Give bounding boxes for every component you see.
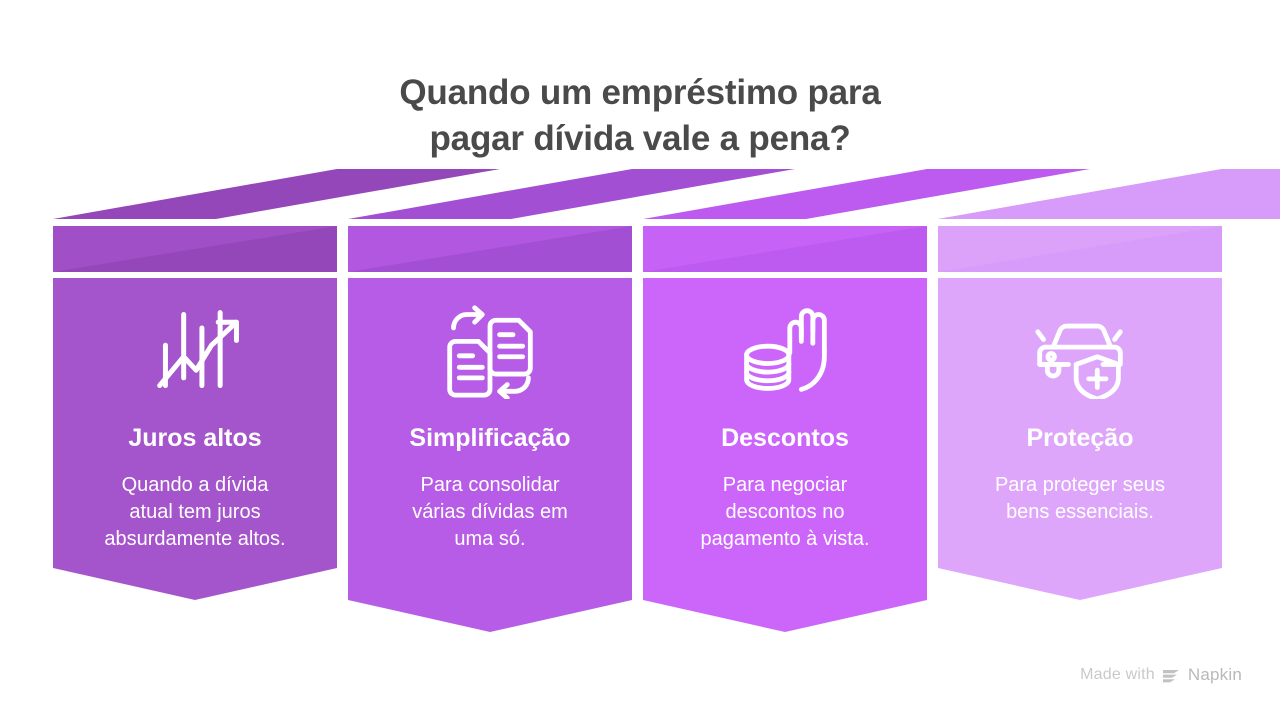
watermark-brand: Napkin [1187, 665, 1242, 684]
card-juros-altos-bevel [53, 226, 337, 272]
card-protecao-bevel [938, 226, 1222, 272]
card-juros-altos-shape[interactable] [53, 169, 500, 600]
watermark-prefix: Made with [1080, 666, 1155, 683]
card-protecao-top-face-b [938, 169, 1280, 219]
card-description-juros-altos: Quando a dívida atual tem juros absurdam… [104, 474, 286, 550]
card-heading-descontos: Descontos [721, 424, 849, 452]
card-heading-simplificacao: Simplificação [409, 424, 571, 452]
card-text-juros-altos: Juros altos Quando a dívida atual tem ju… [53, 423, 337, 553]
card-descontos-shape[interactable] [643, 169, 1090, 632]
card-descontos-top-face [643, 169, 1090, 219]
card-text-simplificacao: Simplificação Para consolidar várias dív… [348, 423, 632, 553]
card-text-descontos: Descontos Para negociar descontos no pag… [643, 423, 927, 553]
napkin-logo-icon [1162, 667, 1181, 684]
card-description-protecao: Para proteger seus bens essenciais. [994, 474, 1166, 523]
card-description-simplificacao: Para consolidar várias dívidas em uma só… [412, 474, 568, 550]
card-descontos-body [643, 278, 927, 632]
card-text-protecao: Proteção Para proteger seus bens essenci… [938, 423, 1222, 526]
card-simplificacao-bevel [348, 226, 632, 272]
card-juros-altos-top-face [53, 169, 500, 219]
page-title: Quando um empréstimo para pagar dívida v… [399, 73, 881, 158]
card-protecao-body [938, 278, 1222, 600]
card-descontos-bevel [643, 226, 927, 272]
watermark: Made with Napkin [1080, 665, 1242, 685]
card-heading-juros-altos: Juros altos [128, 424, 262, 452]
card-simplificacao-top-face [348, 169, 795, 219]
card-description-descontos: Para negociar descontos no pagamento à v… [700, 474, 870, 550]
card-simplificacao-shape[interactable] [348, 169, 795, 632]
card-heading-protecao: Proteção [1026, 424, 1134, 452]
card-simplificacao-body [348, 278, 632, 632]
card-protecao-shape[interactable] [938, 169, 1280, 600]
card-juros-altos-body [53, 278, 337, 600]
